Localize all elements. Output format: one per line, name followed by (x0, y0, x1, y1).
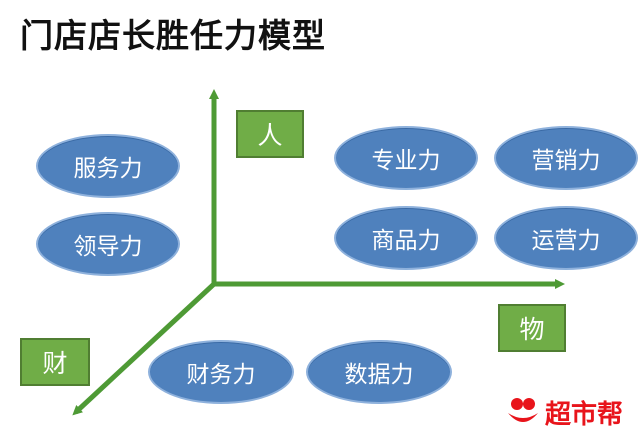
watermark-logo: 超市帮 (505, 392, 623, 432)
ability-finance: 财务力 (148, 340, 294, 404)
ability-leadership: 领导力 (36, 212, 180, 276)
ability-data: 数据力 (306, 340, 452, 404)
logo-icon (508, 398, 538, 422)
page-title: 门店店长胜任力模型 (20, 16, 326, 55)
axis-label-people: 人 (236, 110, 304, 158)
ability-professional: 专业力 (334, 126, 478, 190)
axis-label-finance: 财 (20, 338, 90, 386)
ability-operations: 运营力 (494, 206, 638, 270)
diagonal-axis-line (72, 282, 216, 416)
axis-label-goods: 物 (498, 304, 566, 352)
ability-service: 服务力 (36, 134, 180, 198)
ability-marketing: 营销力 (494, 126, 638, 190)
logo-text: 超市帮 (545, 399, 624, 430)
ability-merchandise: 商品力 (334, 206, 478, 270)
